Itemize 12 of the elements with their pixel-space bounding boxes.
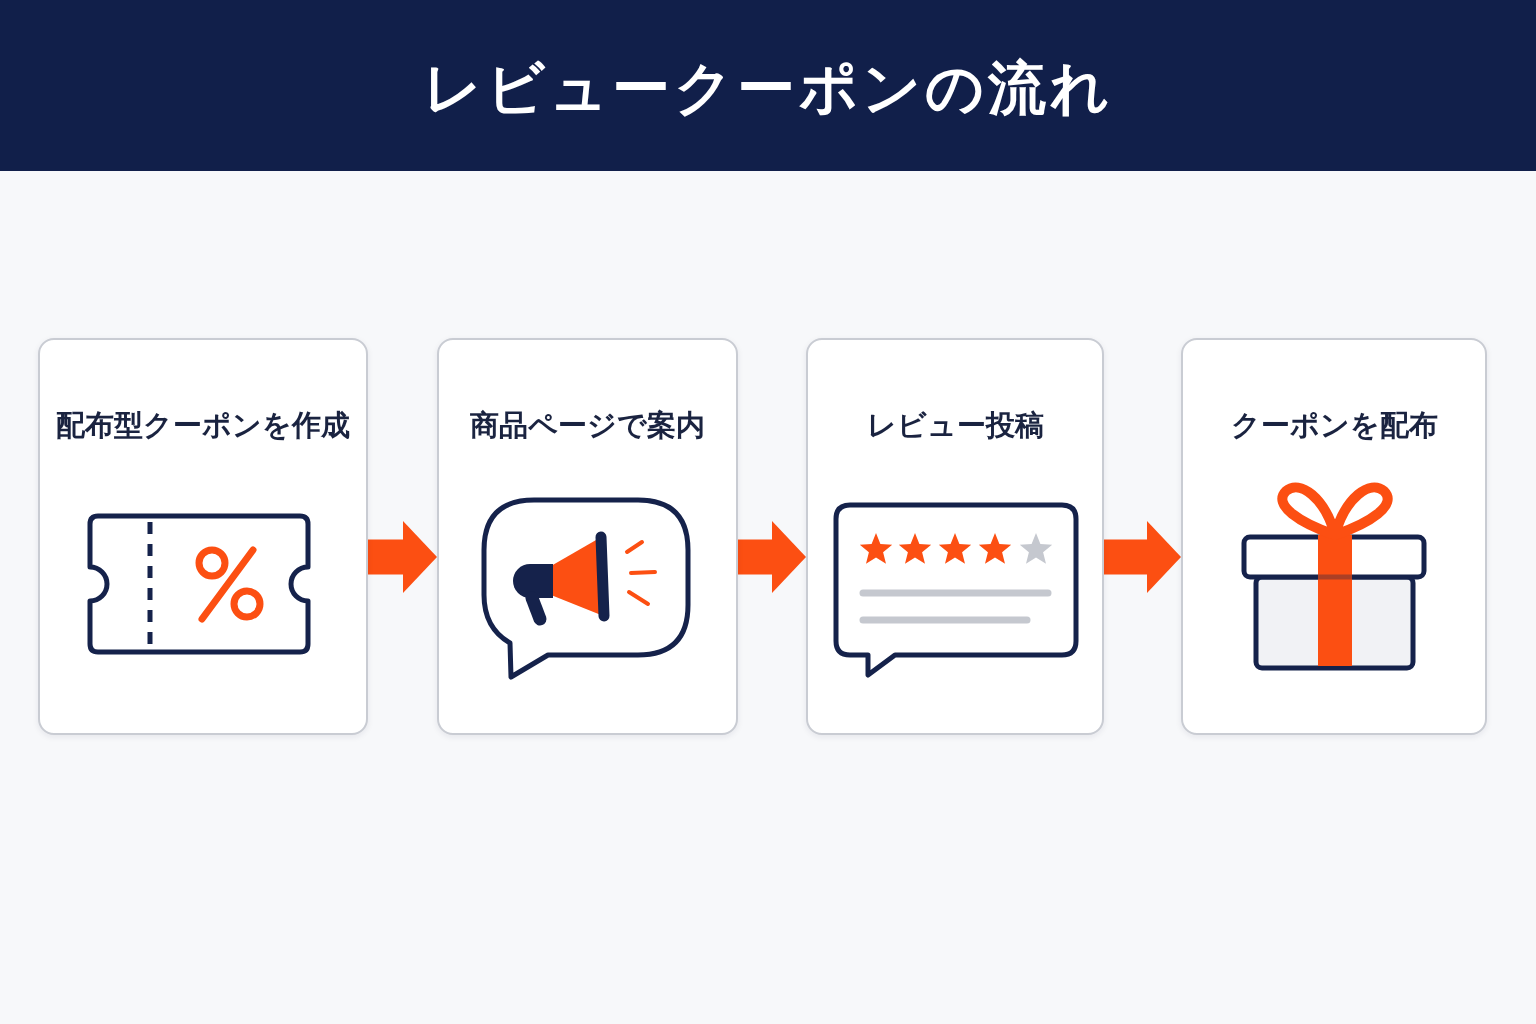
step-card bbox=[38, 338, 368, 735]
step-card bbox=[437, 338, 738, 735]
step-label: 配布型クーポンを作成 bbox=[56, 407, 350, 444]
diagram-title: レビュークーポンの流れ bbox=[423, 53, 1113, 124]
step-card bbox=[806, 338, 1104, 735]
arrow bbox=[1104, 521, 1181, 593]
step-label: クーポンを配布 bbox=[1230, 407, 1438, 444]
arrow bbox=[368, 521, 437, 593]
arrow bbox=[738, 521, 806, 593]
step-label: 商品ページで案内 bbox=[470, 407, 705, 444]
step-card bbox=[1181, 338, 1487, 735]
step-label: レビュー投稿 bbox=[866, 407, 1044, 444]
